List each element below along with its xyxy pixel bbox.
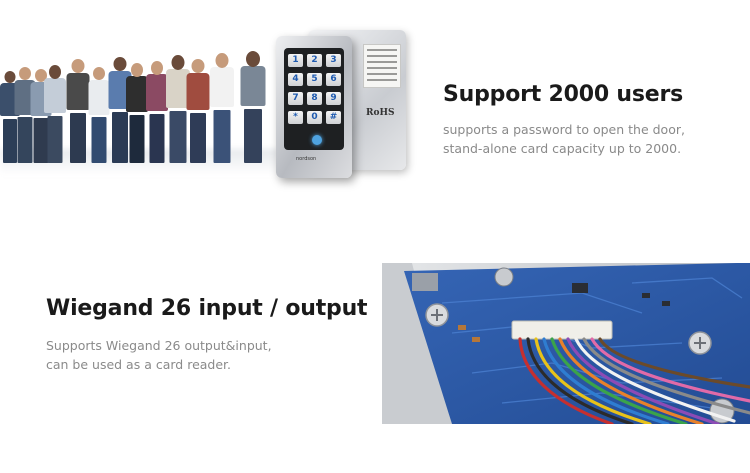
pcb-illustration: [382, 263, 750, 424]
keypad-key: 8: [307, 92, 322, 105]
wiring-label-sticker: [363, 44, 401, 88]
keypad-key: 9: [326, 92, 341, 105]
keypad-key: 3: [326, 54, 341, 67]
person-figure: [126, 63, 148, 163]
brand-logo: nordson: [296, 156, 317, 162]
person-figure: [66, 59, 89, 163]
wiegand-description-line-2: can be used as a card reader.: [46, 357, 232, 372]
users-description-line-2: stand-alone card capacity up to 2000.: [443, 141, 682, 156]
keypad-key: 1: [288, 54, 303, 67]
wiegand-feature-title: Wiegand 26 input / output: [46, 296, 368, 321]
keypad-key: 5: [307, 73, 322, 86]
person-figure: [210, 53, 234, 163]
person-figure: [108, 57, 131, 163]
keypad-key: 0: [307, 111, 322, 124]
pcb-screw-icon: [425, 303, 712, 355]
pcb-wiring-photo: [382, 263, 750, 424]
person-figure: [88, 67, 109, 163]
wiegand-description-line-1: Supports Wiegand 26 output&input,: [46, 338, 272, 353]
person-figure: [14, 67, 35, 163]
keypad-key: 4: [288, 73, 303, 86]
people-queue-illustration: [0, 51, 280, 185]
wiring-harness: [518, 337, 750, 424]
keypad-key: 6: [326, 73, 341, 86]
keypad-key: 7: [288, 92, 303, 105]
person-figure: [146, 61, 168, 163]
users-description-line-1: supports a password to open the door,: [443, 122, 685, 137]
card-reader-zone-icon: [312, 135, 322, 145]
keypad-key: #: [326, 111, 341, 124]
person-figure: [44, 65, 66, 163]
person-figure: [186, 59, 209, 163]
keypad-key: 2: [307, 54, 322, 67]
keypad-key: *: [288, 111, 303, 124]
users-feature-description: supports a password to open the door, st…: [443, 120, 743, 158]
rohs-mark: RoHS: [366, 108, 395, 118]
person-figure: [240, 51, 265, 163]
wiegand-feature-description: Supports Wiegand 26 output&input, can be…: [46, 336, 366, 374]
users-feature-title: Support 2000 users: [443, 82, 684, 107]
